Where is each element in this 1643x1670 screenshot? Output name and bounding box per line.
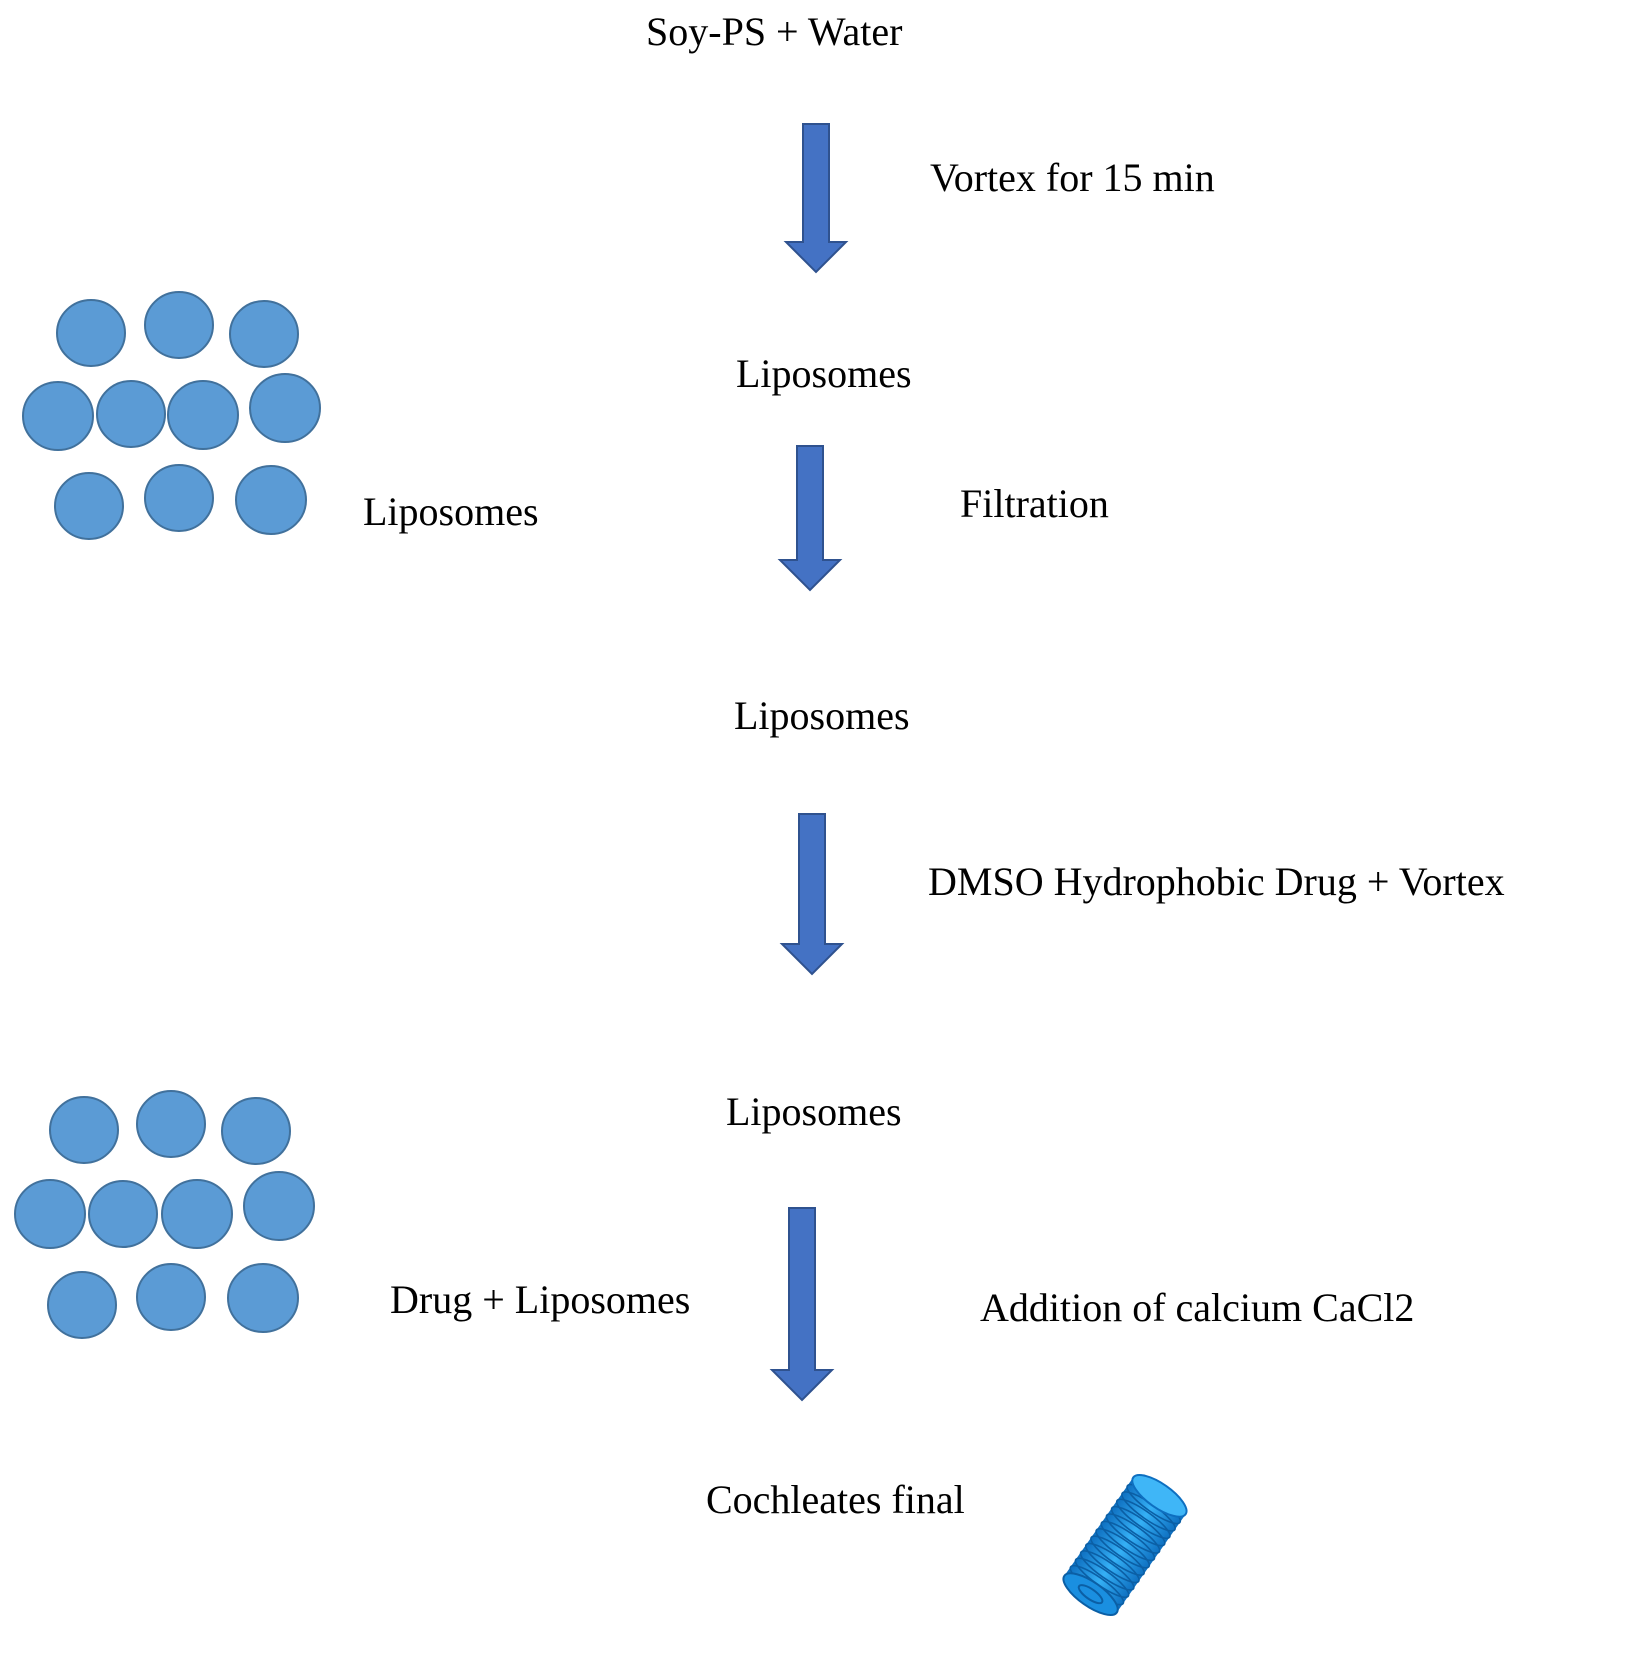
liposome-cluster-2 bbox=[14, 1090, 315, 1339]
intermediate2-label: Liposomes bbox=[734, 693, 910, 738]
arrow1-label: Vortex for 15 min bbox=[930, 155, 1215, 200]
cochleate-ring bbox=[1090, 1535, 1145, 1576]
intermediate3-label: Liposomes bbox=[726, 1089, 902, 1134]
liposome-icon bbox=[49, 1096, 119, 1164]
liposome-icon bbox=[227, 1263, 299, 1333]
liposome-icon bbox=[144, 291, 214, 359]
cochleate-ring bbox=[1100, 1520, 1156, 1562]
arrow4-label: Addition of calcium CaCl2 bbox=[980, 1285, 1415, 1330]
arrow-down-4-icon bbox=[769, 1207, 835, 1402]
liposome-icon bbox=[243, 1171, 315, 1241]
arrow2-label: Filtration bbox=[960, 481, 1109, 526]
liposome-icon bbox=[96, 380, 166, 448]
cochleate-ring bbox=[1095, 1527, 1151, 1569]
final-label: Cochleates final bbox=[706, 1477, 965, 1522]
liposome-icon bbox=[56, 299, 126, 367]
liposome-icon bbox=[22, 381, 94, 451]
liposome-icon bbox=[136, 1090, 206, 1158]
cochleate-ring bbox=[1079, 1550, 1135, 1591]
liposome-icon bbox=[47, 1271, 117, 1339]
cochleate-ring bbox=[1084, 1542, 1140, 1584]
arrow-down-1-icon bbox=[783, 123, 849, 274]
cochleate-ring bbox=[1115, 1498, 1171, 1540]
liposome-cluster-1 bbox=[22, 291, 321, 540]
cochleate-ring bbox=[1105, 1513, 1161, 1554]
liposome-icon bbox=[14, 1179, 86, 1249]
cochleate-ring bbox=[1110, 1505, 1166, 1547]
intermediate1-label: Liposomes bbox=[736, 351, 912, 396]
liposome-icon bbox=[229, 300, 299, 368]
arrow-down-3-icon bbox=[779, 813, 845, 976]
liposome-icon bbox=[249, 373, 321, 443]
arrow-down-2-icon bbox=[777, 445, 843, 592]
liposome-icon bbox=[54, 472, 124, 540]
arrow3-label: DMSO Hydrophobic Drug + Vortex bbox=[928, 859, 1505, 904]
liposome-cluster-2-label: Drug + Liposomes bbox=[390, 1277, 691, 1322]
liposome-icon bbox=[88, 1180, 158, 1248]
liposome-icon bbox=[235, 465, 307, 535]
start-label: Soy-PS + Water bbox=[646, 9, 903, 54]
liposome-icon bbox=[136, 1263, 206, 1331]
liposome-icon bbox=[167, 380, 239, 450]
liposome-icon bbox=[144, 464, 214, 532]
cochleate-cylinder-icon bbox=[1062, 1474, 1188, 1616]
liposome-cluster-1-label: Liposomes bbox=[363, 489, 539, 534]
liposome-icon bbox=[221, 1097, 291, 1165]
liposome-icon bbox=[161, 1179, 233, 1249]
